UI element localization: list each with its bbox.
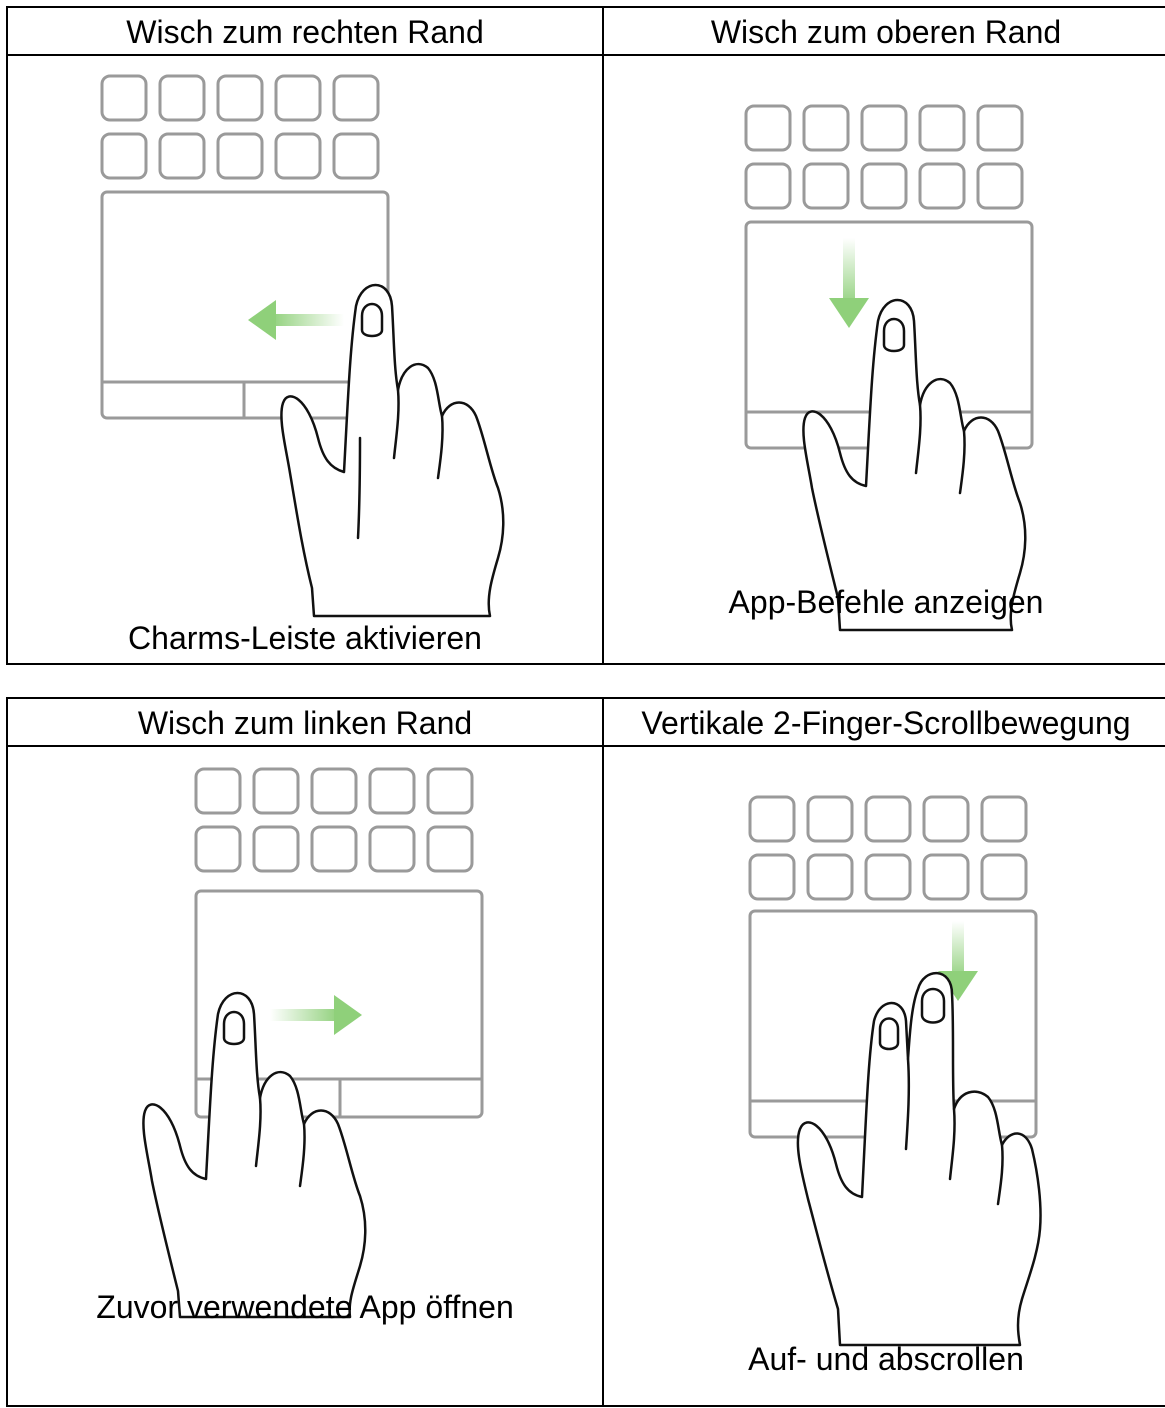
swipe-top-edge-icon xyxy=(744,104,1034,632)
cell-header-swipe-left: Wisch zum linken Rand xyxy=(137,704,473,741)
swipe-right-edge-icon xyxy=(100,74,505,618)
row-divider xyxy=(8,54,1165,56)
swipe-left-edge-icon xyxy=(142,767,484,1319)
row-divider xyxy=(8,745,1165,747)
gesture-table-top: Wisch zum rechten Rand Wisch zum oberen … xyxy=(6,6,1165,665)
cell-caption-app-commands: App-Befehle anzeigen xyxy=(728,584,1044,620)
two-finger-scroll-icon xyxy=(748,795,1042,1347)
cell-header-two-finger-scroll: Vertikale 2-Finger-Scrollbewegung xyxy=(641,704,1131,741)
cell-header-swipe-right: Wisch zum rechten Rand xyxy=(126,13,484,50)
cell-caption-charms: Charms-Leiste aktivieren xyxy=(128,620,482,656)
cell-caption-scroll: Auf- und abscrollen xyxy=(748,1341,1024,1377)
cell-header-swipe-top: Wisch zum oberen Rand xyxy=(710,13,1062,50)
column-divider xyxy=(602,8,604,663)
column-divider xyxy=(602,699,604,1405)
gesture-table-bottom: Wisch zum linken Rand Vertikale 2-Finger… xyxy=(6,697,1165,1407)
cell-caption-previous-app: Zuvor verwendete App öffnen xyxy=(96,1289,514,1325)
